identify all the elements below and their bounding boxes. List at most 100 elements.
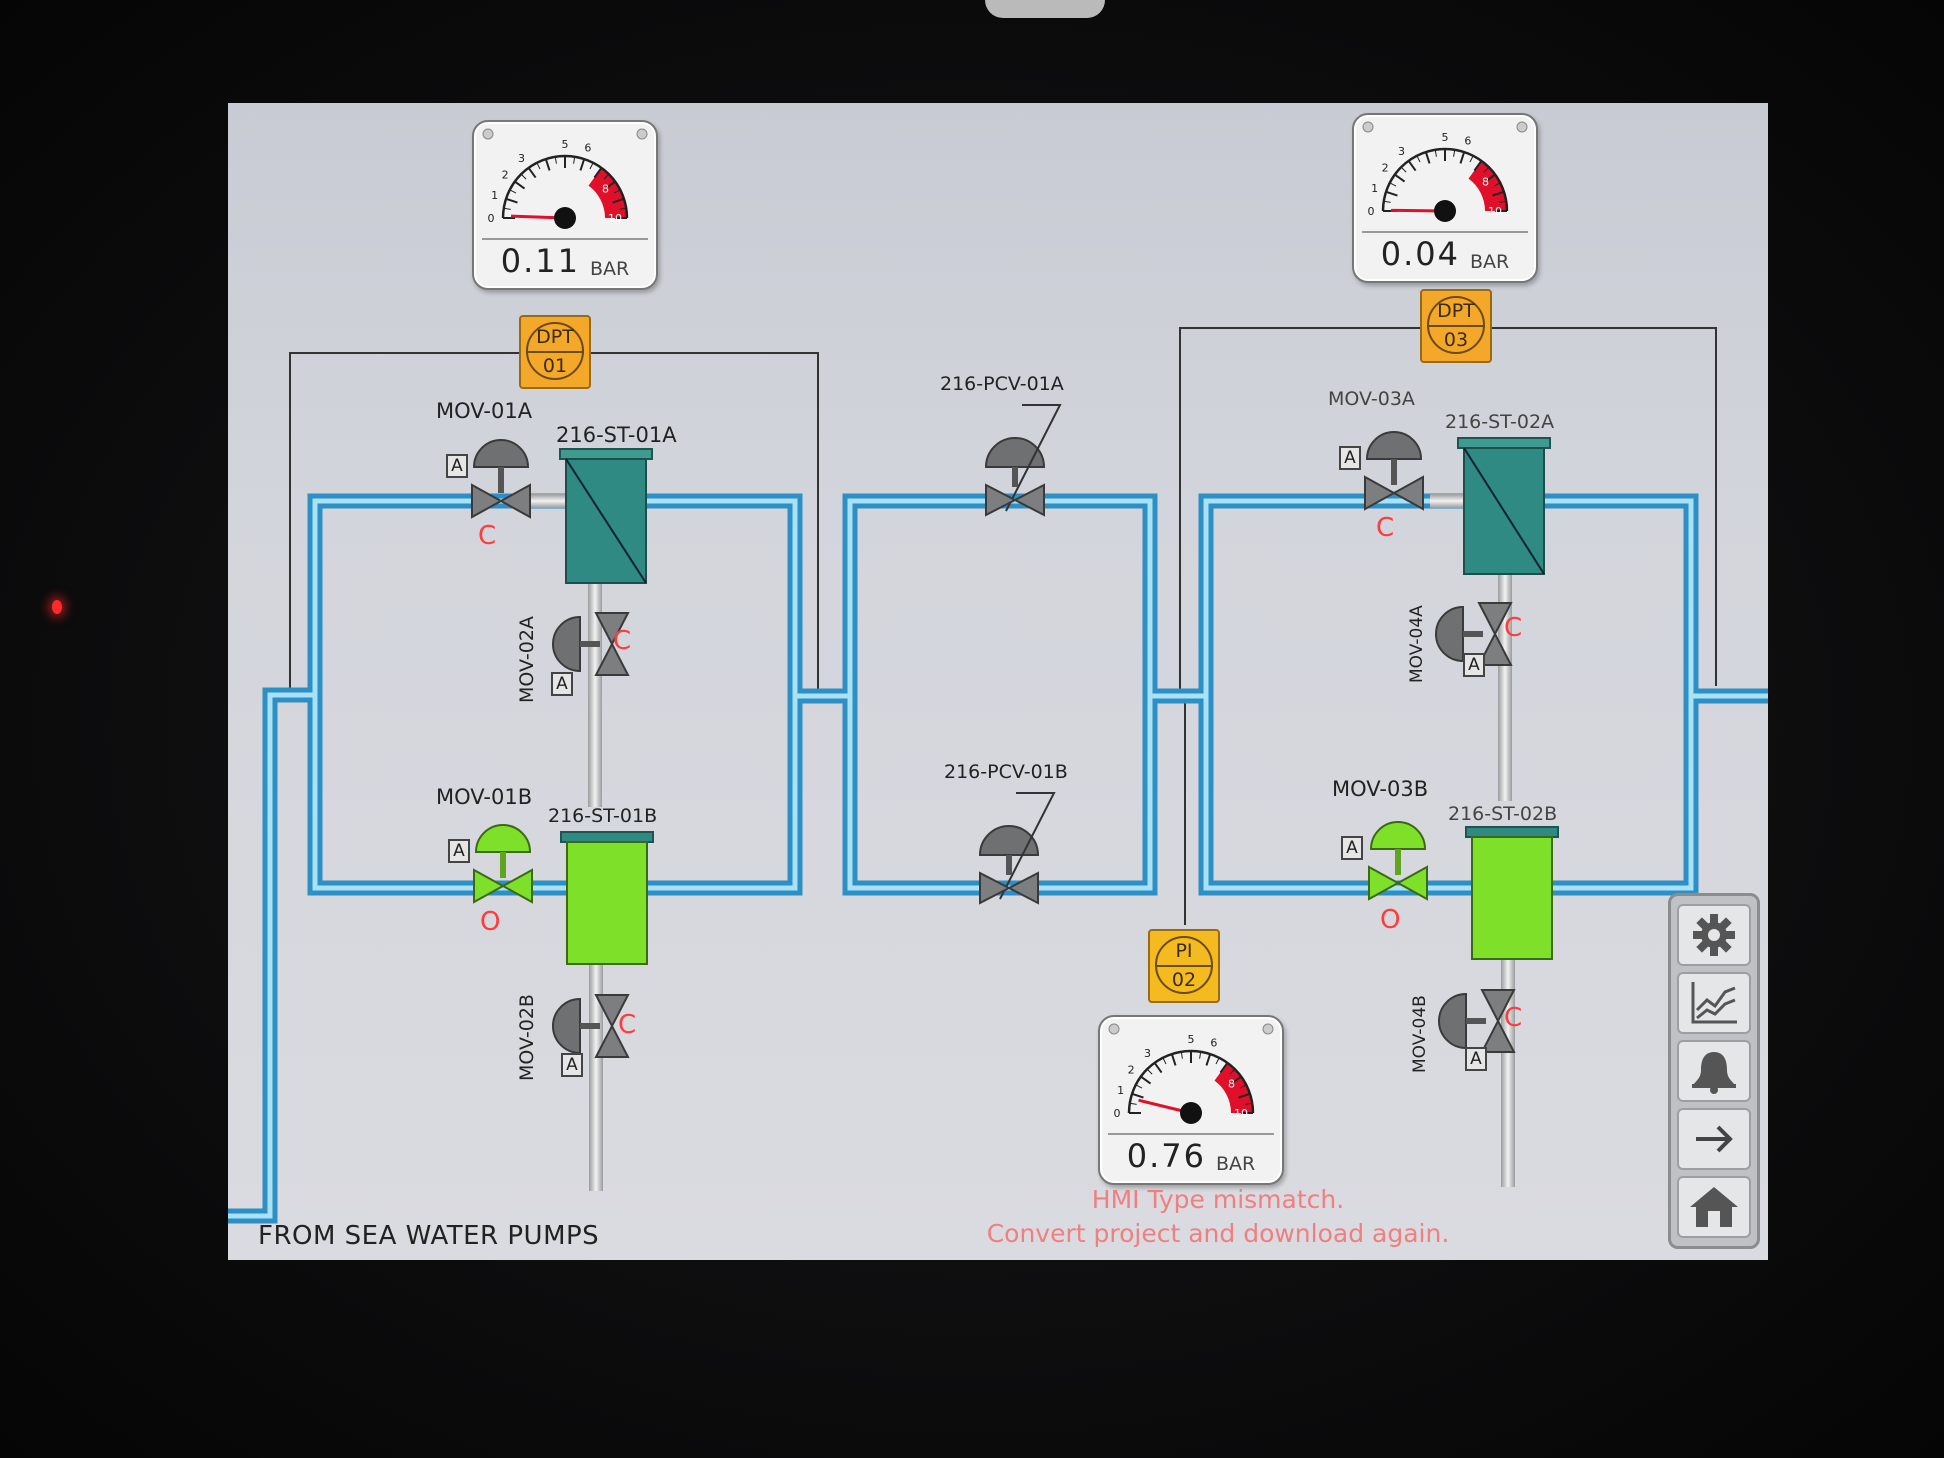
valve-mov-02a[interactable] (552, 609, 632, 679)
trend-button[interactable] (1677, 972, 1751, 1034)
home-button[interactable] (1677, 1176, 1751, 1238)
valve-mov-04a[interactable] (1435, 599, 1515, 669)
valve-mov-01a[interactable] (468, 423, 534, 523)
valve-label: MOV-04A (1407, 605, 1427, 683)
tag-number: 02 (1171, 969, 1197, 991)
gauge-tick-label: 0 (488, 212, 495, 225)
valve-label: 216-PCV-01A (940, 373, 1064, 395)
tag-type: DPT (536, 326, 574, 348)
gauge-tick (612, 197, 625, 204)
gauge-tick (554, 156, 557, 164)
gauge-tick (1129, 1102, 1137, 1105)
settings-button[interactable] (1677, 904, 1751, 966)
gauge-tick (1385, 190, 1398, 197)
mode-indicator: A (1339, 446, 1361, 470)
gauge-tick (1205, 1053, 1212, 1066)
valve-label: 216-PCV-01B (944, 761, 1068, 783)
strainer-216-st-01a[interactable] (558, 447, 654, 587)
tag-type: DPT (1437, 300, 1475, 322)
gauge-tick (1434, 149, 1437, 157)
gauge-red-zone (1214, 1062, 1253, 1113)
gauge-tick-label: 6 (1464, 135, 1471, 148)
gauge-tick (1424, 151, 1431, 164)
valve-216-pcv-01a[interactable] (964, 401, 1068, 519)
divider (526, 351, 584, 353)
pid-diagram (228, 327, 1768, 1224)
gauge-tick-label: 6 (584, 142, 591, 155)
gauge-tick (1230, 1075, 1242, 1085)
valve-mov-01b[interactable] (470, 808, 536, 908)
gauge-tick (593, 167, 603, 179)
power-led (52, 600, 62, 614)
gauge-tick (1135, 1084, 1143, 1089)
valve-label: MOV-01B (436, 785, 533, 809)
valve-label: MOV-01A (436, 399, 533, 423)
gauge-tick (579, 158, 586, 171)
gauge-tick (509, 189, 517, 194)
valve-state: O (480, 907, 501, 937)
valve-216-pcv-01b[interactable] (958, 789, 1062, 907)
valve-mov-02b[interactable] (552, 991, 632, 1061)
gauge-tick-label: 0 (1114, 1107, 1121, 1120)
gauge-tick-label: 8 (602, 183, 609, 196)
alarm-button[interactable] (1677, 1040, 1751, 1102)
valve-mov-03b[interactable] (1365, 805, 1431, 905)
strainer-216-st-01b[interactable] (559, 830, 655, 968)
valve-mov-03a[interactable] (1361, 415, 1427, 515)
strainer-label: 216-ST-01A (556, 423, 677, 447)
screw-icon (1362, 121, 1374, 133)
strainer-216-st-02b[interactable] (1464, 825, 1560, 963)
gear-icon (1693, 914, 1735, 956)
tag-number: 03 (1443, 329, 1469, 351)
strainer-216-st-02a[interactable] (1456, 436, 1552, 578)
gauge-tick (1389, 182, 1397, 187)
gauge-tick (1162, 1057, 1167, 1065)
valve-label: MOV-02B (516, 994, 538, 1081)
gauge-tick (1131, 1092, 1144, 1099)
gauge-tick (1146, 1068, 1153, 1075)
gauge-tick-label: 8 (1482, 176, 1489, 189)
tag-dpt-03[interactable]: DPT 03 (1420, 289, 1492, 363)
strainer-label: 216-ST-02A (1445, 411, 1555, 433)
gauge-readout: 0.04 BAR (1362, 231, 1528, 275)
gauge-tick-label: 8 (1228, 1078, 1235, 1091)
home-icon (1690, 1187, 1738, 1227)
gauge-tick (1459, 151, 1466, 164)
valve-state: C (478, 521, 497, 551)
gauge-tick-label: 1 (1371, 182, 1378, 195)
gauge-tick (1483, 166, 1490, 173)
gauge-tick (1180, 1051, 1183, 1059)
mode-indicator: A (561, 1053, 583, 1077)
gauge-tick-label: 10 (1234, 1107, 1248, 1120)
error-message-line2: Convert project and download again. (986, 1219, 1450, 1248)
screw-icon (1108, 1023, 1120, 1035)
screw-icon (1262, 1023, 1274, 1035)
next-screen-button[interactable] (1677, 1108, 1751, 1170)
gauge-tick (1453, 149, 1456, 157)
valve-label: MOV-03B (1332, 777, 1429, 801)
gauge-tick (1238, 1092, 1251, 1099)
error-message-line1: HMI Type mismatch. (1091, 1185, 1345, 1214)
hmi-screen: 216-ST-01A 216-ST-01B 216-ST-02A 216-ST-… (228, 103, 1768, 1260)
gauge-tick (1394, 173, 1406, 183)
gauge-tick (1492, 190, 1505, 197)
mode-indicator: A (1463, 653, 1485, 677)
tag-type: PI (1175, 940, 1193, 962)
gauge-value: 0.76 (1126, 1137, 1206, 1175)
gauge-tick (1229, 1068, 1236, 1075)
gauge-tick (1245, 1102, 1253, 1105)
gauge-tick (1239, 1084, 1247, 1089)
gauge-tick (1499, 200, 1507, 203)
tag-pi-02[interactable]: PI 02 (1148, 929, 1220, 1003)
mode-indicator: A (551, 672, 573, 696)
valve-mov-04b[interactable] (1438, 986, 1518, 1056)
gauge-tick (604, 180, 616, 190)
arrow-right-icon (1696, 1125, 1733, 1153)
tag-dpt-01[interactable]: DPT 01 (519, 315, 591, 389)
gauge-tick (1484, 173, 1496, 183)
valve-state: C (1504, 1003, 1523, 1033)
gauge-tick (573, 156, 576, 164)
